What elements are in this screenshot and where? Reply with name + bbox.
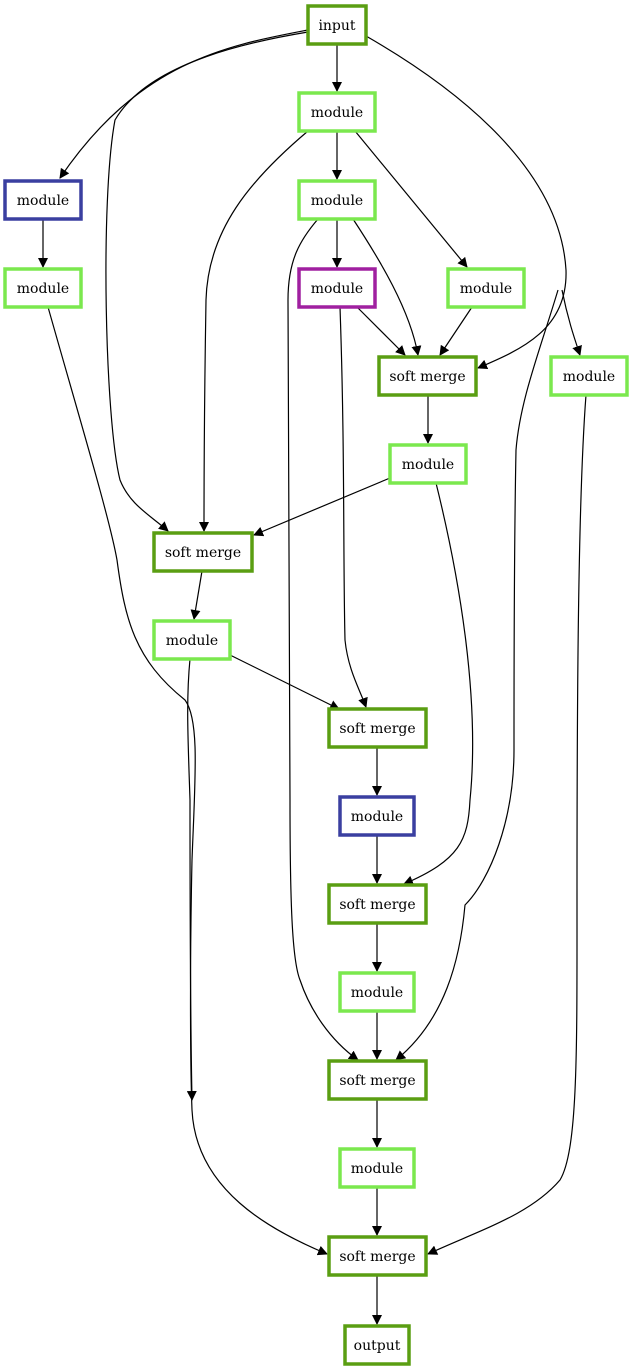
node-label: module bbox=[351, 1161, 403, 1177]
node-label: module bbox=[402, 457, 454, 473]
node-m3: module bbox=[388, 443, 468, 485]
node-m2: module bbox=[297, 179, 377, 221]
node-box bbox=[327, 883, 428, 925]
edge-m_far_right-to-sm6 bbox=[427, 394, 587, 1255]
node-label: module bbox=[460, 281, 512, 297]
node-box bbox=[3, 179, 83, 221]
edge-m3-to-sm4 bbox=[403, 482, 474, 886]
edge-input-to-m_blue1 bbox=[59, 29, 309, 179]
node-label: module bbox=[311, 105, 363, 121]
node-label: module bbox=[17, 193, 69, 209]
node-label: module bbox=[17, 281, 69, 297]
node-m_far_right: module bbox=[549, 355, 629, 397]
node-label: soft merge bbox=[165, 545, 241, 561]
edge-input-to-sm2 bbox=[105, 31, 309, 532]
node-box bbox=[306, 4, 368, 46]
node-label: module bbox=[351, 985, 403, 1001]
node-box bbox=[327, 1059, 428, 1101]
node-output: output bbox=[343, 1324, 411, 1366]
node-box bbox=[338, 971, 416, 1013]
node-label: soft merge bbox=[339, 1073, 415, 1089]
node-box bbox=[152, 619, 232, 661]
node-m_left: module bbox=[3, 267, 83, 309]
node-m_blue2: module bbox=[338, 795, 416, 837]
edge-m1-to-sm2 bbox=[199, 130, 309, 532]
node-m_right1: module bbox=[446, 267, 526, 309]
node-m4: module bbox=[152, 619, 232, 661]
node-label: output bbox=[354, 1338, 401, 1354]
edge-m2-to-sm1 bbox=[352, 218, 422, 356]
node-box bbox=[377, 355, 478, 397]
edge-m1-to-m_right1 bbox=[354, 130, 468, 268]
node-box bbox=[297, 267, 377, 309]
node-m1: module bbox=[297, 91, 377, 133]
edge-m_purple-to-sm1 bbox=[356, 306, 406, 356]
node-label: input bbox=[318, 18, 355, 34]
node-m6: module bbox=[338, 1147, 416, 1189]
node-m_purple: module bbox=[297, 267, 377, 309]
node-label: soft merge bbox=[339, 721, 415, 737]
node-sm2: soft merge bbox=[152, 531, 254, 573]
edge-sm2-to-m4 bbox=[190, 570, 203, 620]
edge-input-to-sm1 bbox=[365, 35, 567, 370]
node-box bbox=[327, 1235, 428, 1277]
node-label: module bbox=[351, 809, 403, 825]
edge-m_purple-to-sm3 bbox=[339, 306, 368, 708]
node-box bbox=[338, 795, 416, 837]
node-box bbox=[446, 267, 526, 309]
node-m5: module bbox=[338, 971, 416, 1013]
edge-input-to-sm5 bbox=[395, 289, 559, 1061]
node-box bbox=[297, 179, 377, 221]
node-box bbox=[297, 91, 377, 133]
node-box bbox=[343, 1324, 411, 1366]
edge-m_right1-to-sm1 bbox=[439, 306, 473, 356]
node-label: soft merge bbox=[389, 369, 465, 385]
edge-m4-to-sm6 bbox=[186, 658, 197, 1101]
edges bbox=[38, 29, 587, 1325]
node-box bbox=[152, 531, 254, 573]
node-sm5: soft merge bbox=[327, 1059, 428, 1101]
node-label: module bbox=[311, 281, 363, 297]
node-label: module bbox=[311, 193, 363, 209]
node-sm1: soft merge bbox=[377, 355, 478, 397]
node-sm3: soft merge bbox=[327, 707, 428, 749]
edge-m3-to-sm2 bbox=[253, 477, 391, 537]
edge-input-to-m_far_right bbox=[561, 289, 582, 356]
node-label: module bbox=[563, 369, 615, 385]
node-label: module bbox=[166, 633, 218, 649]
node-input: input bbox=[306, 4, 368, 46]
node-box bbox=[3, 267, 83, 309]
node-box bbox=[549, 355, 629, 397]
node-sm6: soft merge bbox=[327, 1235, 428, 1277]
edge-m4-to-sm3 bbox=[229, 654, 340, 710]
node-box bbox=[388, 443, 468, 485]
nodes: input module module module module module modul… bbox=[3, 4, 629, 1366]
node-box bbox=[338, 1147, 416, 1189]
edge-m2-to-sm5 bbox=[287, 218, 359, 1061]
node-label: soft merge bbox=[339, 897, 415, 913]
node-m_blue1: module bbox=[3, 179, 83, 221]
edge-m_left-to-sm6 bbox=[47, 306, 328, 1256]
node-sm4: soft merge bbox=[327, 883, 428, 925]
node-box bbox=[327, 707, 428, 749]
node-label: soft merge bbox=[339, 1249, 415, 1265]
